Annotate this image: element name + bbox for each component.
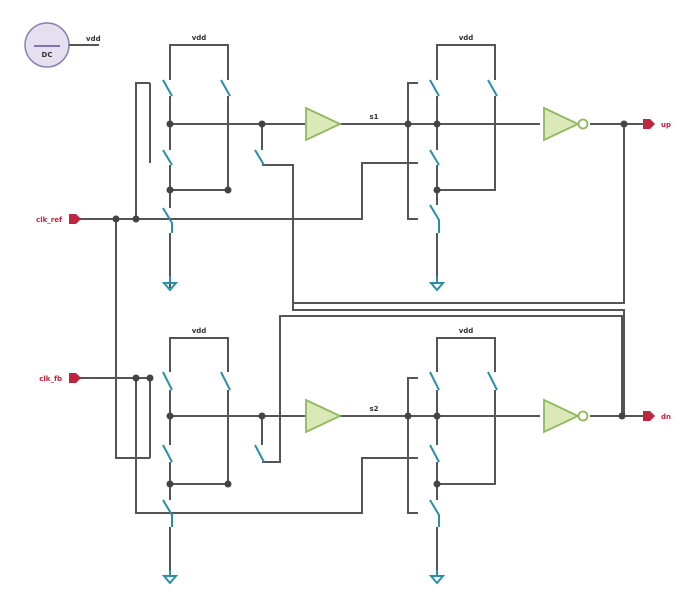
net-label-s2: s2 — [369, 405, 378, 413]
vdd-label-bottom-left: vdd — [192, 327, 207, 335]
port-clk-fb[interactable]: clk_fb — [39, 373, 81, 383]
dc-source-label: DC — [42, 51, 53, 59]
net-label-s1: s1 — [369, 113, 378, 121]
port-dn[interactable]: dn — [643, 411, 671, 421]
port-dn-label: dn — [661, 413, 671, 421]
vdd-label-bottom-right: vdd — [459, 327, 474, 335]
dc-vdd-label: vdd — [86, 35, 101, 43]
inverter-up[interactable] — [543, 106, 589, 142]
port-clk-ref[interactable]: clk_ref — [36, 214, 81, 224]
dc-source[interactable]: DC vdd — [24, 22, 101, 68]
buffer-s2[interactable] — [305, 398, 343, 434]
port-up[interactable]: up — [643, 119, 671, 129]
inverter-dn[interactable] — [543, 398, 589, 434]
port-clk-ref-label: clk_ref — [36, 216, 63, 224]
buffer-s1[interactable] — [305, 106, 343, 142]
junction-dots — [112, 120, 628, 488]
port-clk-fb-label: clk_fb — [39, 375, 62, 383]
vdd-label-top-left: vdd — [192, 34, 207, 42]
vdd-label-top-right: vdd — [459, 34, 474, 42]
port-up-label: up — [661, 121, 671, 129]
ground-symbols — [161, 276, 446, 585]
transistors — [162, 79, 498, 527]
